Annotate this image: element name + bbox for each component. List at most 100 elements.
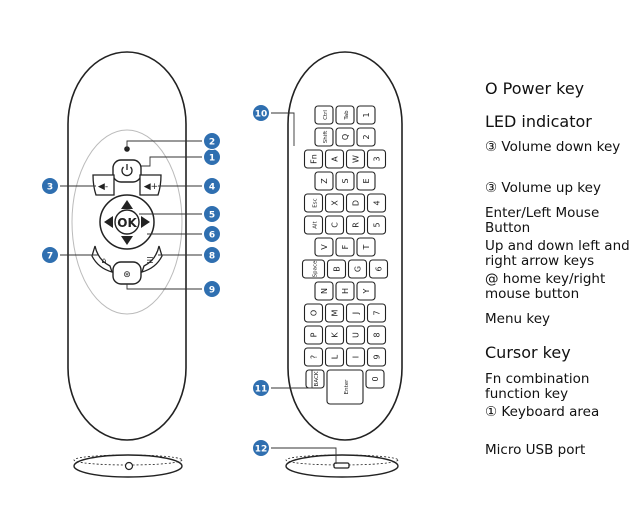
- keyboard-key[interactable]: Fn: [303, 149, 324, 169]
- keyboard-key[interactable]: R: [345, 215, 366, 235]
- keyboard-key[interactable]: D: [345, 193, 366, 213]
- volume-down-key[interactable]: ◀-: [92, 174, 115, 196]
- keyboard-key-label: B: [333, 266, 342, 272]
- keyboard-key-label: X: [331, 200, 340, 206]
- keyboard-key-label: M: [331, 309, 340, 316]
- keyboard-key[interactable]: 8: [366, 325, 387, 345]
- volume-up-key[interactable]: ◀+: [139, 174, 162, 196]
- keyboard-key[interactable]: ?: [303, 347, 324, 367]
- keyboard-key[interactable]: A: [324, 149, 345, 169]
- callout-number: 1: [209, 154, 215, 164]
- keyboard-key[interactable]: S: [335, 171, 355, 191]
- keyboard-key[interactable]: 7: [366, 303, 387, 323]
- callout-marker: 10: [252, 104, 270, 122]
- home-key[interactable]: ⌂: [91, 245, 114, 273]
- arrow-left-icon[interactable]: [104, 216, 113, 228]
- legend-item-home-right-mouse: @ home key/right mouse button: [485, 271, 606, 302]
- keyboard-key[interactable]: 9: [366, 347, 387, 367]
- arrow-up-icon[interactable]: [121, 200, 133, 209]
- keyboard-key-label: 5: [373, 222, 382, 227]
- power-icon: [121, 164, 133, 177]
- arrow-right-icon[interactable]: [141, 216, 150, 228]
- keyboard-key[interactable]: Space: [301, 259, 326, 279]
- keyboard-key-label: A: [331, 156, 340, 162]
- keyboard-key[interactable]: J: [345, 303, 366, 323]
- keyboard-key[interactable]: Y: [356, 281, 376, 301]
- callout-marker: 6: [203, 225, 221, 243]
- legend: O Power key LED indicator ③ Volume down …: [485, 0, 643, 532]
- keyboard-key[interactable]: 5: [366, 215, 387, 235]
- keyboard-key[interactable]: 2: [356, 127, 376, 147]
- callout-number: 5: [209, 211, 215, 221]
- keyboard-key[interactable]: Shift: [314, 127, 334, 147]
- keyboard-key[interactable]: 0: [365, 369, 385, 389]
- keyboard-key[interactable]: X: [324, 193, 345, 213]
- keyboard-key[interactable]: Z: [314, 171, 334, 191]
- keyboard-key-label: Alt: [313, 220, 319, 228]
- bottom-hole-icon: [124, 461, 134, 471]
- keyboard-key[interactable]: 1: [356, 105, 376, 125]
- cursor-key[interactable]: ⊛: [112, 261, 142, 285]
- keyboard-key[interactable]: T: [356, 237, 376, 257]
- keyboard-key[interactable]: Esc: [303, 193, 324, 213]
- keyboard-key[interactable]: P: [303, 325, 324, 345]
- callout-number: 9: [209, 286, 215, 296]
- ok-button[interactable]: OK: [114, 209, 140, 235]
- keyboard-key[interactable]: Alt: [303, 215, 324, 235]
- keyboard-key-label: V: [320, 244, 329, 250]
- callout-number: 3: [47, 183, 53, 193]
- callout-marker: 9: [203, 280, 221, 298]
- keyboard-key-label: W: [352, 155, 361, 163]
- keyboard-key[interactable]: Ctrl: [314, 105, 334, 125]
- callout-marker: 5: [203, 205, 221, 223]
- leader-lines: [60, 112, 337, 464]
- callout-marker: 2: [203, 132, 221, 150]
- callout-number: 10: [255, 110, 268, 120]
- keyboard-key[interactable]: B: [326, 259, 347, 279]
- keyboard-key[interactable]: G: [347, 259, 368, 279]
- keyboard-key[interactable]: V: [314, 237, 334, 257]
- callout-number: 8: [209, 252, 215, 262]
- keyboard-key[interactable]: C: [324, 215, 345, 235]
- power-key[interactable]: [112, 159, 142, 183]
- legend-item-fn-combination: Fn combination function key: [485, 371, 590, 402]
- keyboard-key[interactable]: L: [324, 347, 345, 367]
- keyboard-key[interactable]: Enter: [326, 369, 364, 405]
- keyboard-key[interactable]: K: [324, 325, 345, 345]
- legend-item-keyboard-area: ① Keyboard area: [485, 404, 600, 420]
- keyboard-key[interactable]: E: [356, 171, 376, 191]
- keyboard-key[interactable]: 6: [368, 259, 389, 279]
- keyboard-key[interactable]: BACK: [305, 369, 325, 389]
- keyboard-key[interactable]: M: [324, 303, 345, 323]
- callout-marker: 1: [203, 148, 221, 166]
- keyboard-key[interactable]: U: [345, 325, 366, 345]
- arrow-down-icon[interactable]: [121, 236, 133, 245]
- keyboard-key-label: J: [352, 312, 361, 315]
- callout-marker: 11: [252, 379, 270, 397]
- legend-item-cursor-key: Cursor key: [485, 343, 571, 362]
- micro-usb-port: [333, 462, 350, 469]
- keyboard-key-label: Z: [320, 178, 329, 184]
- keyboard-key[interactable]: O: [303, 303, 324, 323]
- keyboard-key[interactable]: F: [335, 237, 355, 257]
- keyboard-key[interactable]: 3: [366, 149, 387, 169]
- keyboard-key[interactable]: H: [335, 281, 355, 301]
- menu-key[interactable]: ☰: [140, 245, 163, 273]
- keyboard-key[interactable]: 4: [366, 193, 387, 213]
- legend-item-led-indicator: LED indicator: [485, 112, 592, 131]
- keyboard-key[interactable]: Tab: [335, 105, 355, 125]
- keyboard-key-label: U: [352, 332, 361, 338]
- keyboard-key-label: 0: [371, 376, 380, 381]
- legend-item-micro-usb: Micro USB port: [485, 442, 586, 458]
- remote-front-bottom-view: [73, 454, 183, 478]
- keyboard-key[interactable]: N: [314, 281, 334, 301]
- keyboard-key-label: I: [352, 356, 361, 358]
- legend-item-menu-key: Menu key: [485, 311, 550, 327]
- keyboard-key[interactable]: Q: [335, 127, 355, 147]
- keyboard-key-label: 8: [373, 332, 382, 337]
- keyboard-key-label: 3: [373, 156, 382, 161]
- callout-number: 7: [47, 252, 53, 262]
- keyboard-key[interactable]: W: [345, 149, 366, 169]
- keyboard-key[interactable]: I: [345, 347, 366, 367]
